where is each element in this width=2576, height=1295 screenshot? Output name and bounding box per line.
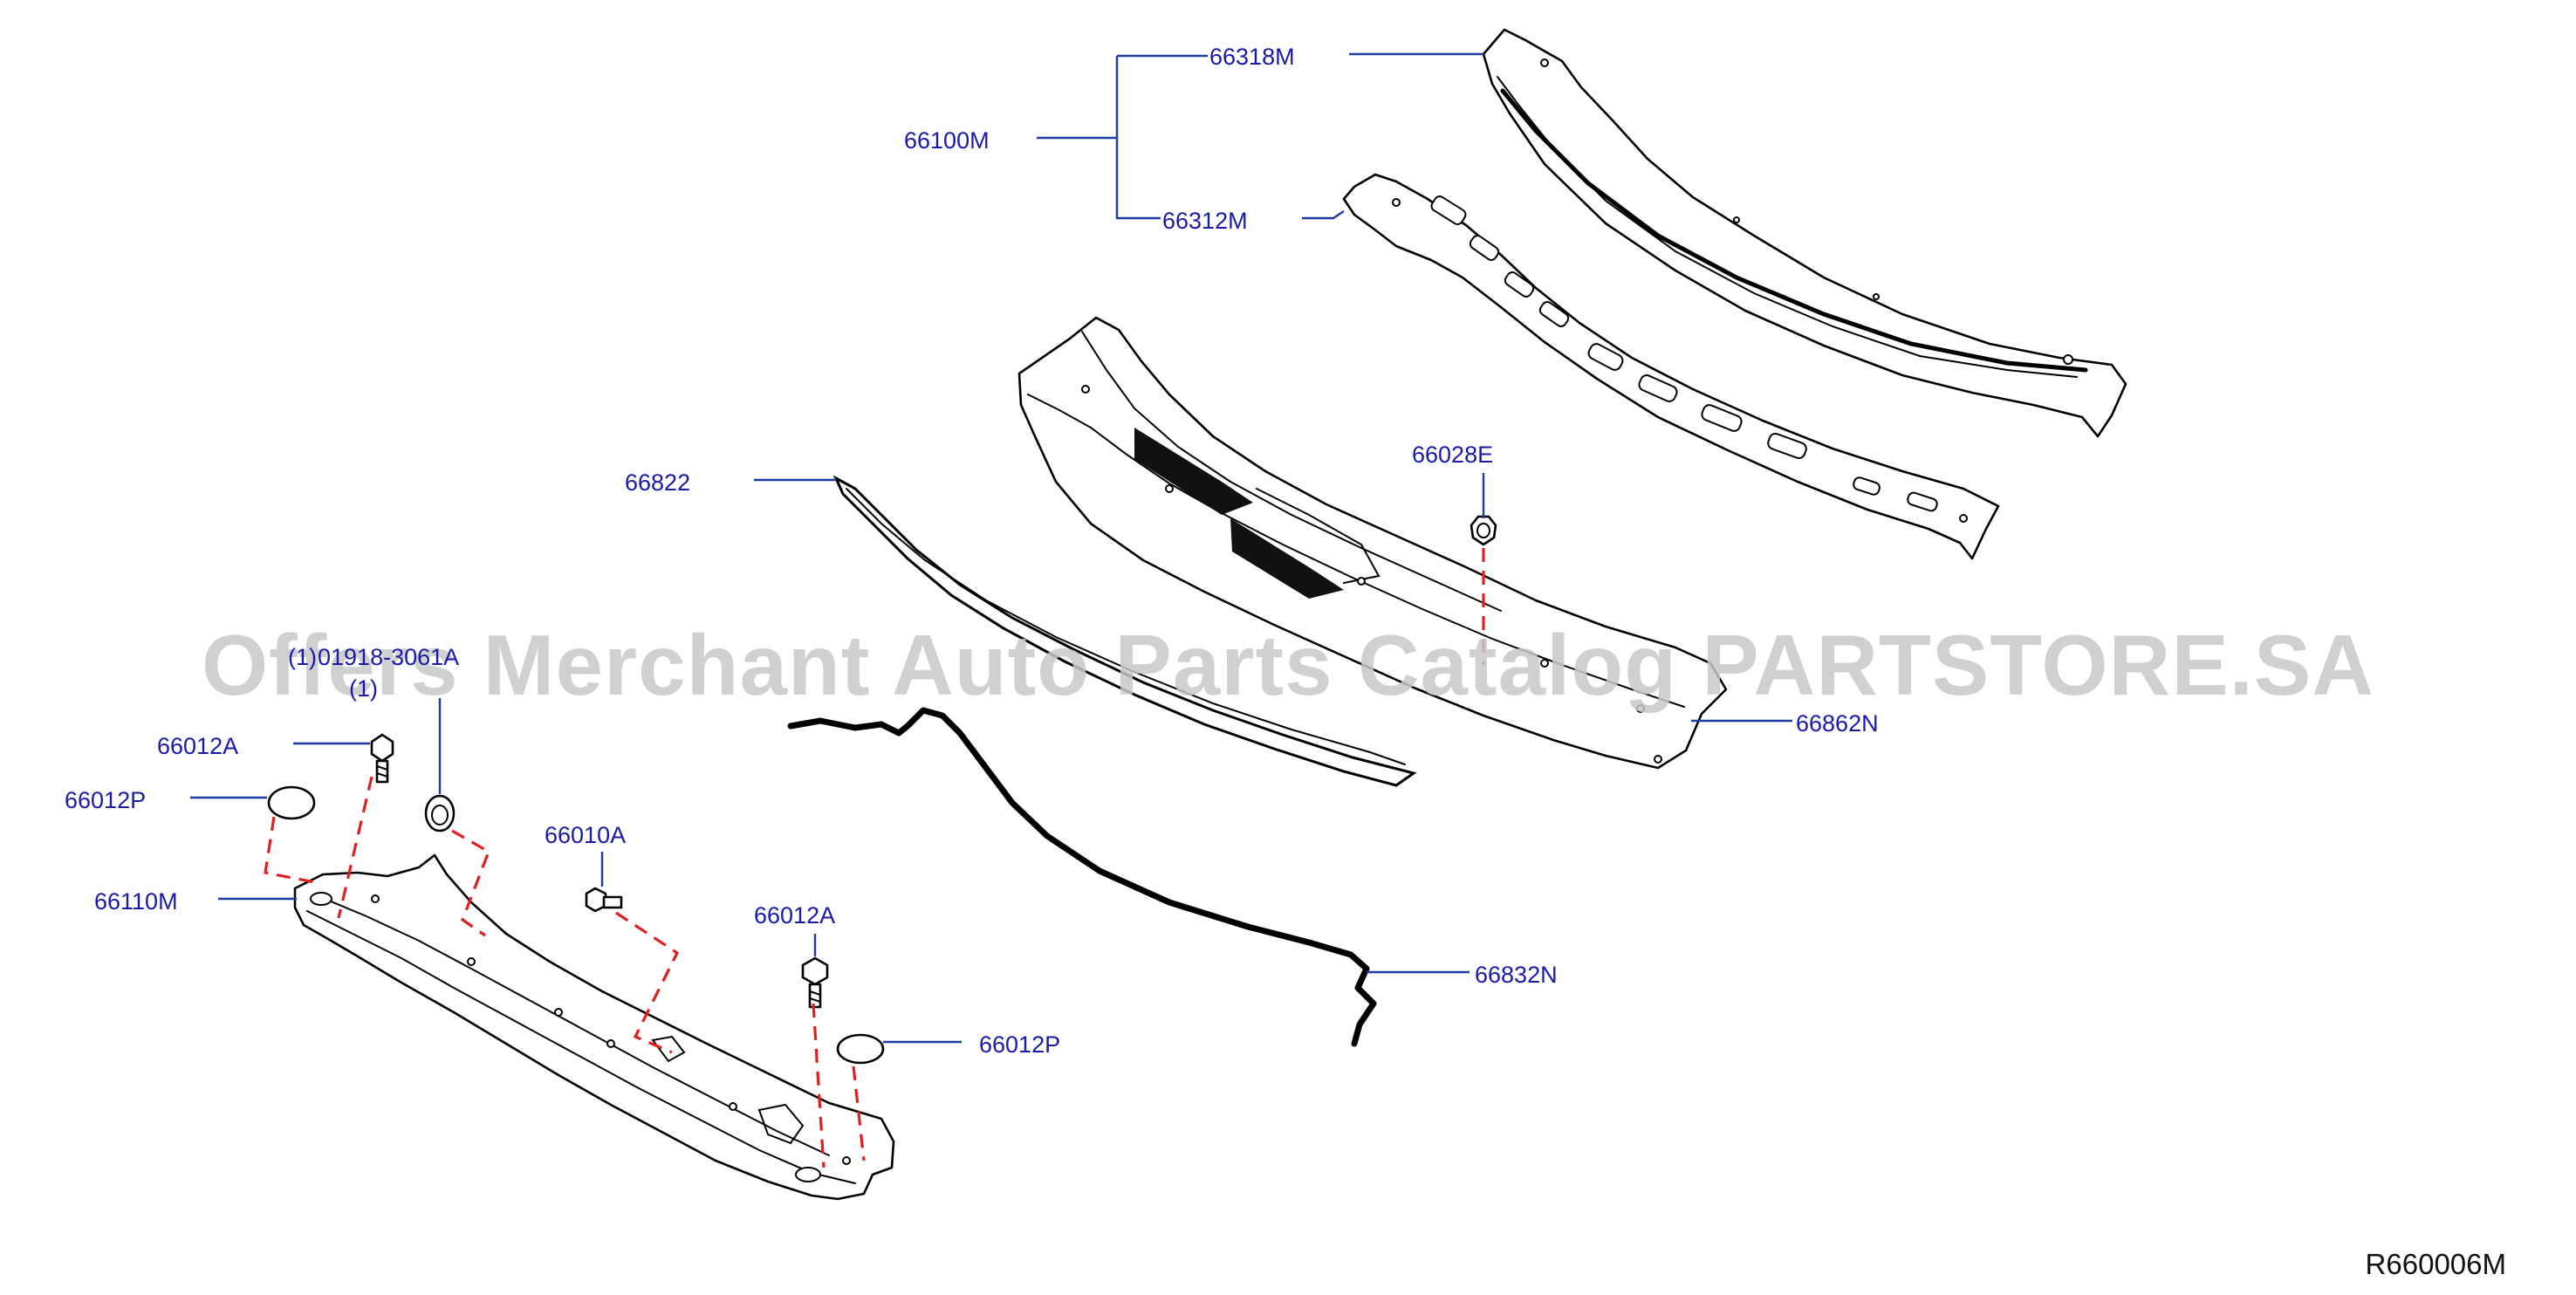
callout-66822[interactable]: 66822 <box>625 469 690 496</box>
callout-66012A-top[interactable]: 66012A <box>157 733 238 759</box>
callout-66100M[interactable]: 66100M <box>904 127 990 154</box>
part-66862N-cowl-top-grille[interactable] <box>1017 316 1728 770</box>
part-66318M-cowl-seal[interactable] <box>1482 28 2127 438</box>
part-66110M-lower-cowl-panel[interactable] <box>293 853 895 1201</box>
callout-66110M[interactable]: 66110M <box>94 888 178 915</box>
callout-66312M[interactable]: 66312M <box>1162 208 1248 234</box>
callout-66012P-right[interactable]: 66012P <box>979 1031 1060 1058</box>
callout-01918-qty: (1) <box>288 644 317 670</box>
watermark-text: Offers Merchant Auto Parts Catalog PARTS… <box>202 617 2374 713</box>
part-66312M-cowl-reinforcement[interactable] <box>1342 173 2000 560</box>
callout-66318M[interactable]: 66318M <box>1209 44 1295 70</box>
callout-66862N[interactable]: 66862N <box>1796 710 1879 737</box>
bolt-icon[interactable] <box>370 733 394 784</box>
callout-labels: 66318M 66100M 66312M 66028E 66822 66862N… <box>65 44 1879 1058</box>
leader-lines <box>190 52 1792 1044</box>
grommet-plug-icon[interactable] <box>267 785 316 820</box>
installation-guides <box>264 548 1485 1168</box>
grommet-plug-icon[interactable] <box>836 1033 885 1065</box>
callout-66010A[interactable]: 66010A <box>545 822 626 848</box>
bolt-icon[interactable] <box>585 887 623 913</box>
callout-66012A-mid[interactable]: 66012A <box>754 902 835 928</box>
callout-66832N[interactable]: 66832N <box>1475 962 1558 988</box>
bolt-icon[interactable] <box>801 956 829 1009</box>
part-66832N-hose[interactable] <box>787 707 1377 1047</box>
clip-icon[interactable] <box>424 794 456 832</box>
callout-66028E[interactable]: 66028E <box>1412 442 1493 468</box>
callout-66012P-left[interactable]: 66012P <box>65 787 146 813</box>
part-66822-seal-strip[interactable] <box>832 475 1417 787</box>
callout-01918-sub-qty: (1) <box>349 675 378 702</box>
callout-01918-3061A[interactable]: 01918-3061A <box>318 644 459 670</box>
clip-icon[interactable] <box>1470 515 1497 546</box>
diagram-reference-code: R660006M <box>2366 1248 2506 1280</box>
